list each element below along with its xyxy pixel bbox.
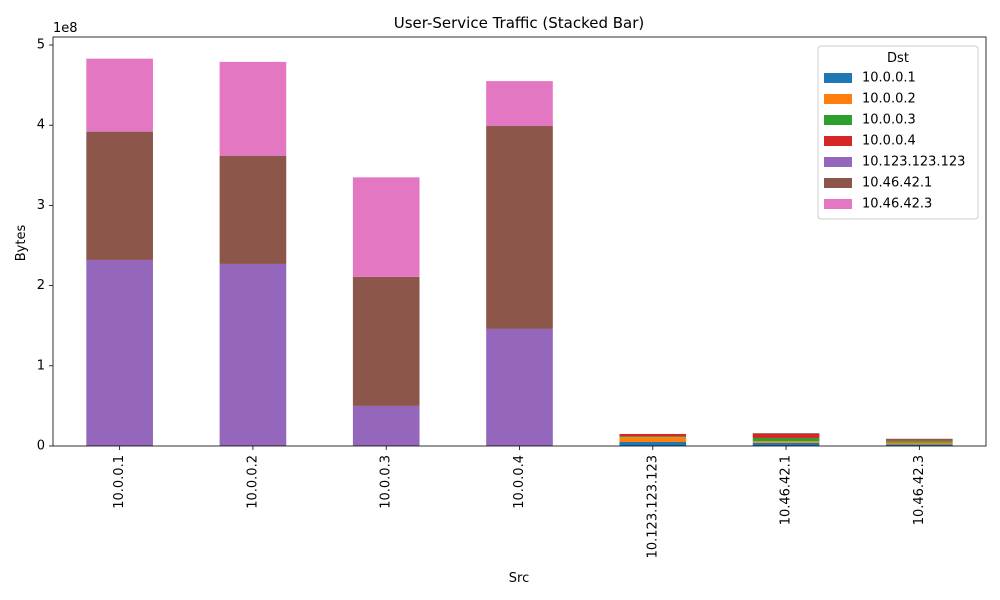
y-tick-label: 5 [37, 38, 45, 53]
bar-segment [619, 436, 687, 438]
bar-segment [86, 259, 153, 446]
legend-swatch [824, 73, 852, 83]
bar-segment [886, 441, 953, 443]
bar-segment [886, 440, 953, 442]
x-tick-label: 10.46.42.1 [779, 455, 794, 525]
bar-segment [752, 437, 820, 442]
legend-label: 10.46.42.3 [862, 197, 932, 212]
legend-title: Dst [887, 51, 909, 66]
axes-frame [52, 36, 987, 447]
legend-swatch [824, 115, 852, 125]
bar-segment [486, 328, 553, 446]
legend-label: 10.123.123.123 [862, 155, 965, 170]
legend-swatch [824, 178, 852, 188]
bar-segment [752, 433, 820, 434]
bar-segment [86, 58, 153, 132]
chart-title: User-Service Traffic (Stacked Bar) [394, 14, 645, 32]
bar-segment [886, 442, 953, 445]
bar-segment [752, 441, 820, 443]
bar-segment [486, 126, 553, 329]
bar-segment [219, 61, 287, 156]
bar-segment [352, 177, 420, 277]
x-tick-label: 10.46.42.3 [912, 455, 927, 525]
legend-box [817, 45, 979, 220]
bar-segment [352, 276, 420, 406]
legend-label: 10.46.42.1 [862, 176, 932, 191]
bar-segment [619, 437, 687, 442]
bar-segment [886, 438, 953, 441]
y-tick-label: 0 [37, 439, 45, 454]
plot-area: 10.0.0.1 10.0.0.2 10.0.0.3 10.0.0.4 10.123.1… [37, 36, 987, 558]
legend-swatch [824, 136, 852, 146]
legend-swatch [824, 94, 852, 104]
y-tick-label: 1 [37, 358, 45, 373]
bar-segment [619, 441, 687, 446]
bar-segment [86, 131, 153, 260]
legend-label: 10.0.0.4 [862, 134, 916, 149]
y-tick-label: 4 [37, 118, 45, 133]
x-tick-label: 10.0.0.4 [512, 455, 527, 509]
y-tick-label: 2 [37, 278, 45, 293]
bar-segment [752, 442, 820, 446]
legend-label: 10.0.0.1 [862, 71, 916, 86]
x-tick-label: 10.0.0.1 [112, 455, 127, 509]
legend: Dst 10.0.0.1 10.0.0.2 10.0.0.3 10.0.0.4 10.12… [817, 45, 979, 220]
bar-segment [752, 433, 820, 438]
legend-label: 10.0.0.3 [862, 113, 916, 128]
x-tick-label: 10.0.0.3 [379, 455, 394, 509]
y-axis-label: Bytes [14, 225, 29, 262]
bar-segment [486, 81, 553, 127]
legend-swatch [824, 199, 852, 209]
bar-segment [219, 263, 287, 446]
bar-segment [219, 155, 287, 264]
legend-label: 10.0.0.2 [862, 92, 916, 107]
x-axis-label: Src [509, 571, 529, 586]
y-tick-label: 3 [37, 198, 45, 213]
legend-swatch [824, 157, 852, 167]
y-offset-text: 1e8 [53, 21, 78, 36]
x-tick-label: 10.0.0.2 [245, 455, 260, 509]
x-tick-label: 10.123.123.123 [645, 455, 660, 558]
bar-segment [619, 433, 687, 437]
bar-segment [886, 444, 953, 446]
bar-segment [352, 405, 420, 446]
